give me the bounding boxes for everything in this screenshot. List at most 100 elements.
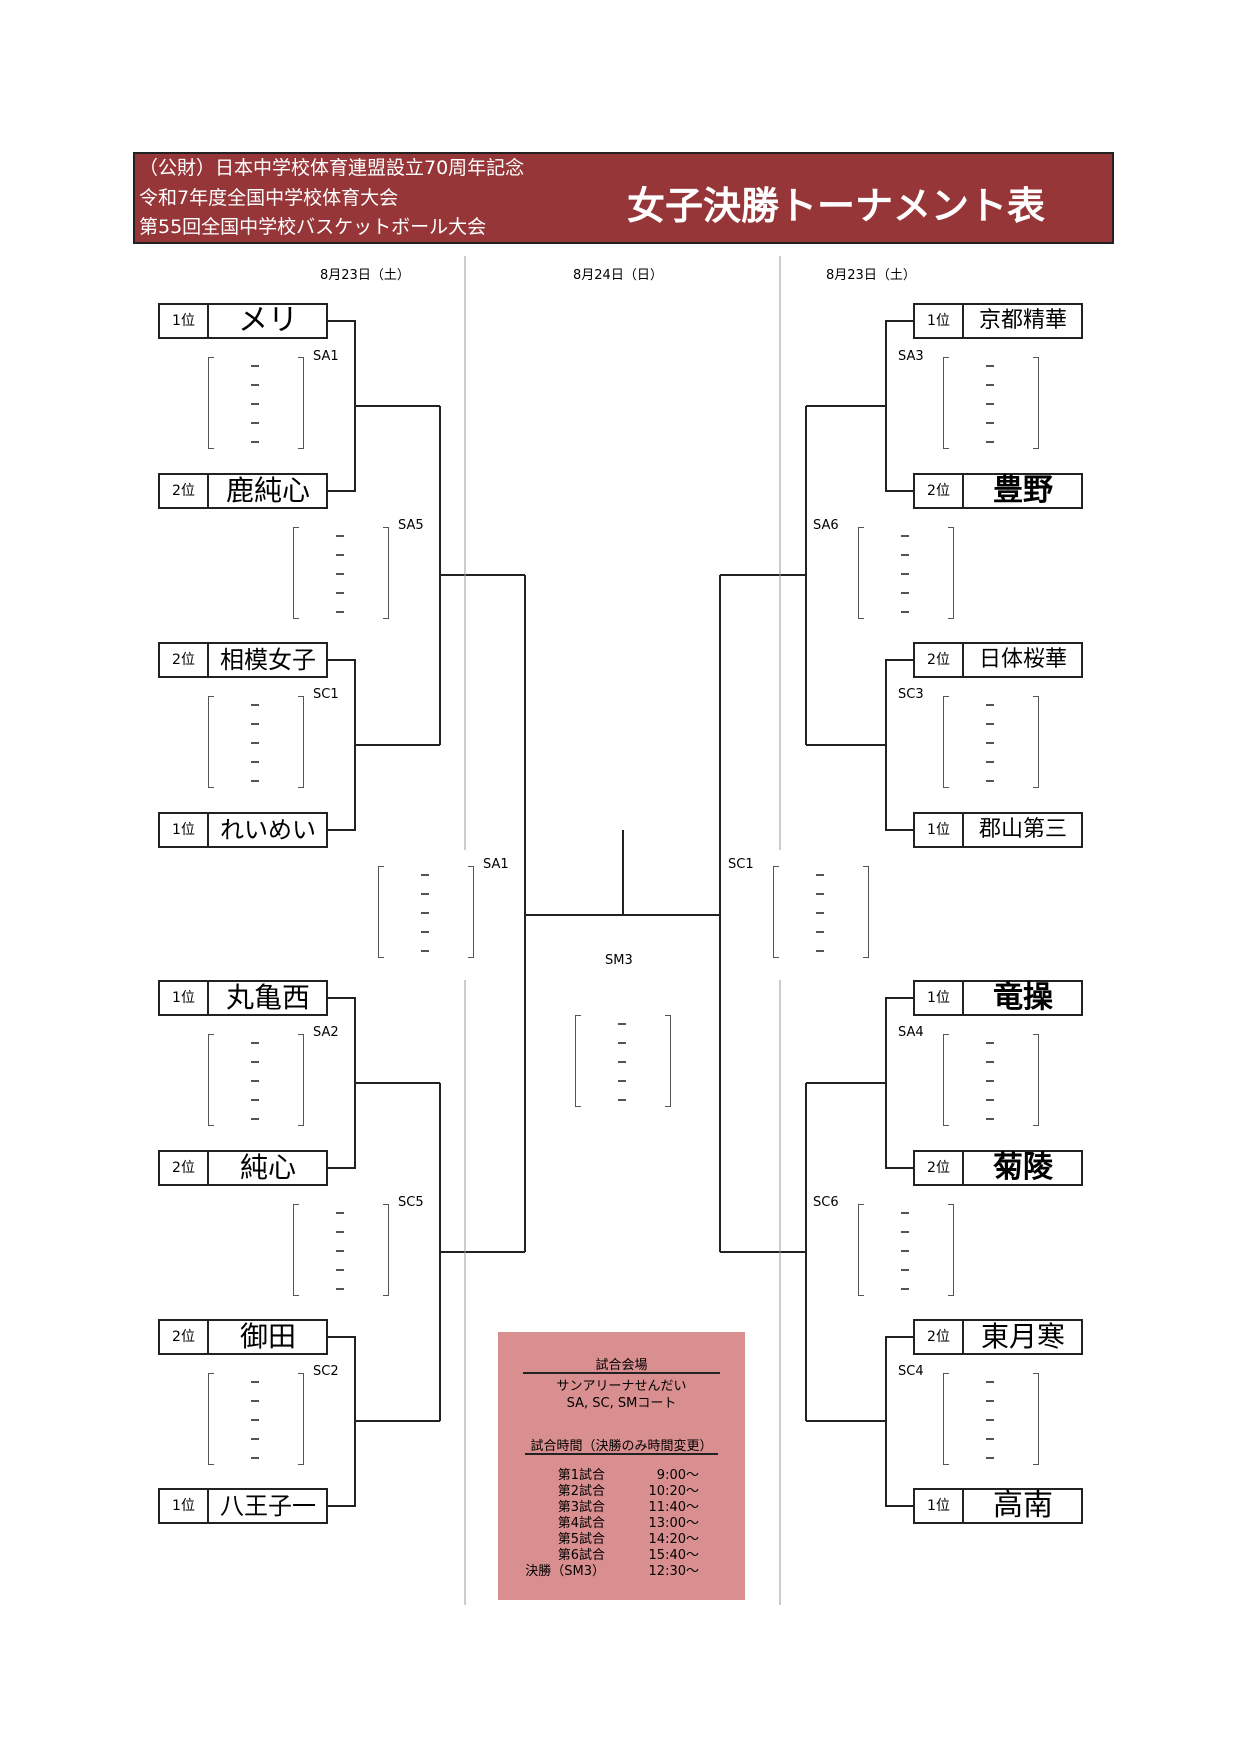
game-code: SA3 [898, 349, 924, 364]
schedule-time: 15:40〜 [648, 1548, 699, 1563]
team-name: 郡山第三 [978, 817, 1067, 842]
team-left-6: 2位 純心 [158, 1150, 328, 1186]
game-code: SM3 [605, 953, 633, 968]
team-rank: 2位 [160, 1321, 209, 1353]
game-code: SC2 [313, 1364, 339, 1379]
team-name: 鹿純心 [225, 474, 310, 507]
divider [525, 1453, 718, 1455]
team-left-5: 1位 丸亀西 [158, 980, 328, 1016]
score-box [208, 1373, 304, 1465]
header-line-3: 第55回全国中学校バスケットボール大会 [139, 216, 487, 238]
venue-name: サンアリーナせんだい [556, 1379, 687, 1394]
divider [523, 1372, 720, 1374]
score-box [943, 1373, 1039, 1465]
game-code: SC1 [313, 687, 339, 702]
schedule-time: 14:20〜 [648, 1532, 699, 1547]
page-title: 女子決勝トーナメント表 [627, 184, 1046, 228]
score-box [208, 1034, 304, 1126]
team-right-7: 2位 東月寒 [913, 1319, 1083, 1355]
team-name: 丸亀西 [225, 981, 310, 1014]
game-code: SA4 [898, 1025, 924, 1040]
team-rank: 1位 [915, 1490, 964, 1522]
game-code: SA5 [398, 518, 424, 533]
team-name: 竜操 [993, 980, 1053, 1015]
team-left-8: 1位 八王子一 [158, 1488, 328, 1524]
date-left: 8月23日（土） [320, 268, 410, 283]
venue-label: 試合会場 [595, 1358, 648, 1373]
schedule-game: 第6試合 [557, 1548, 605, 1563]
team-left-7: 2位 御田 [158, 1319, 328, 1355]
game-code: SA2 [313, 1025, 339, 1040]
schedule-time: 12:30〜 [648, 1564, 699, 1579]
team-name: 豊野 [993, 473, 1053, 508]
team-left-4: 1位 れいめい [158, 812, 328, 848]
team-rank: 2位 [160, 644, 209, 676]
team-rank: 1位 [915, 814, 964, 846]
team-name: 東月寒 [980, 1320, 1065, 1353]
header-line-2: 令和7年度全国中学校体育大会 [139, 187, 399, 209]
team-right-2: 2位 豊野 [913, 473, 1083, 509]
team-rank: 2位 [915, 1321, 964, 1353]
schedule-game: 第2試合 [557, 1484, 605, 1499]
team-name: 菊陵 [993, 1150, 1053, 1185]
venue-info-box: 試合会場 サンアリーナせんだい SA, SC, SMコート 試合時間（決勝のみ時… [498, 1332, 745, 1600]
schedule-time: 11:40〜 [648, 1500, 699, 1515]
team-name: 八王子一 [220, 1492, 316, 1520]
game-code: SC3 [898, 687, 924, 702]
team-name: メリ [238, 303, 298, 338]
team-name: 京都精華 [978, 308, 1067, 333]
score-box [293, 527, 389, 619]
team-right-3: 2位 日体桜華 [913, 642, 1083, 678]
team-name: れいめい [220, 816, 316, 844]
team-rank: 1位 [160, 1490, 209, 1522]
game-code: SC5 [398, 1195, 424, 1210]
schedule-game: 第4試合 [557, 1516, 605, 1531]
date-center: 8月24日（日） [573, 268, 663, 283]
score-box [858, 1204, 954, 1296]
team-left-3: 2位 相模女子 [158, 642, 328, 678]
team-name: 御田 [239, 1320, 296, 1353]
team-name: 日体桜華 [978, 647, 1067, 672]
schedule-time: 10:20〜 [648, 1484, 699, 1499]
score-box [858, 527, 954, 619]
team-right-1: 1位 京都精華 [913, 303, 1083, 339]
header-line-1: （公財）日本中学校体育連盟設立70周年記念 [139, 157, 525, 179]
score-box [943, 1034, 1039, 1126]
score-box [773, 866, 869, 958]
game-code: SA6 [813, 518, 839, 533]
team-name: 相模女子 [220, 646, 316, 674]
schedule-time: 13:00〜 [648, 1516, 699, 1531]
score-box [293, 1204, 389, 1296]
team-right-5: 1位 竜操 [913, 980, 1083, 1016]
game-code: SC1 [728, 857, 754, 872]
schedule-game: 第1試合 [557, 1468, 605, 1483]
team-rank: 2位 [915, 644, 964, 676]
game-code: SC4 [898, 1364, 924, 1379]
schedule-time: 9:00〜 [656, 1468, 699, 1483]
schedule-game: 第5試合 [557, 1532, 605, 1547]
score-box [378, 866, 474, 958]
team-right-6: 2位 菊陵 [913, 1150, 1083, 1186]
team-left-1: 1位 メリ [158, 303, 328, 339]
team-left-2: 2位 鹿純心 [158, 473, 328, 509]
courts: SA, SC, SMコート [566, 1396, 677, 1411]
date-right: 8月23日（土） [826, 268, 916, 283]
time-label: 試合時間（決勝のみ時間変更） [530, 1439, 713, 1454]
team-name: 純心 [239, 1151, 296, 1184]
team-rank: 2位 [915, 475, 964, 507]
team-rank: 1位 [160, 982, 209, 1014]
team-rank: 1位 [160, 814, 209, 846]
game-code: SA1 [483, 857, 509, 872]
score-box [943, 696, 1039, 788]
team-rank: 2位 [160, 475, 209, 507]
game-code: SA1 [313, 349, 339, 364]
header-banner: （公財）日本中学校体育連盟設立70周年記念 令和7年度全国中学校体育大会 第55… [133, 152, 1114, 244]
team-rank: 1位 [915, 305, 964, 337]
schedule-game: 第3試合 [557, 1500, 605, 1515]
score-box [943, 357, 1039, 449]
team-right-8: 1位 高南 [913, 1488, 1083, 1524]
team-rank: 1位 [915, 982, 964, 1014]
team-right-4: 1位 郡山第三 [913, 812, 1083, 848]
team-rank: 2位 [160, 1152, 209, 1184]
schedule-game: 決勝（SM3） [525, 1564, 605, 1579]
